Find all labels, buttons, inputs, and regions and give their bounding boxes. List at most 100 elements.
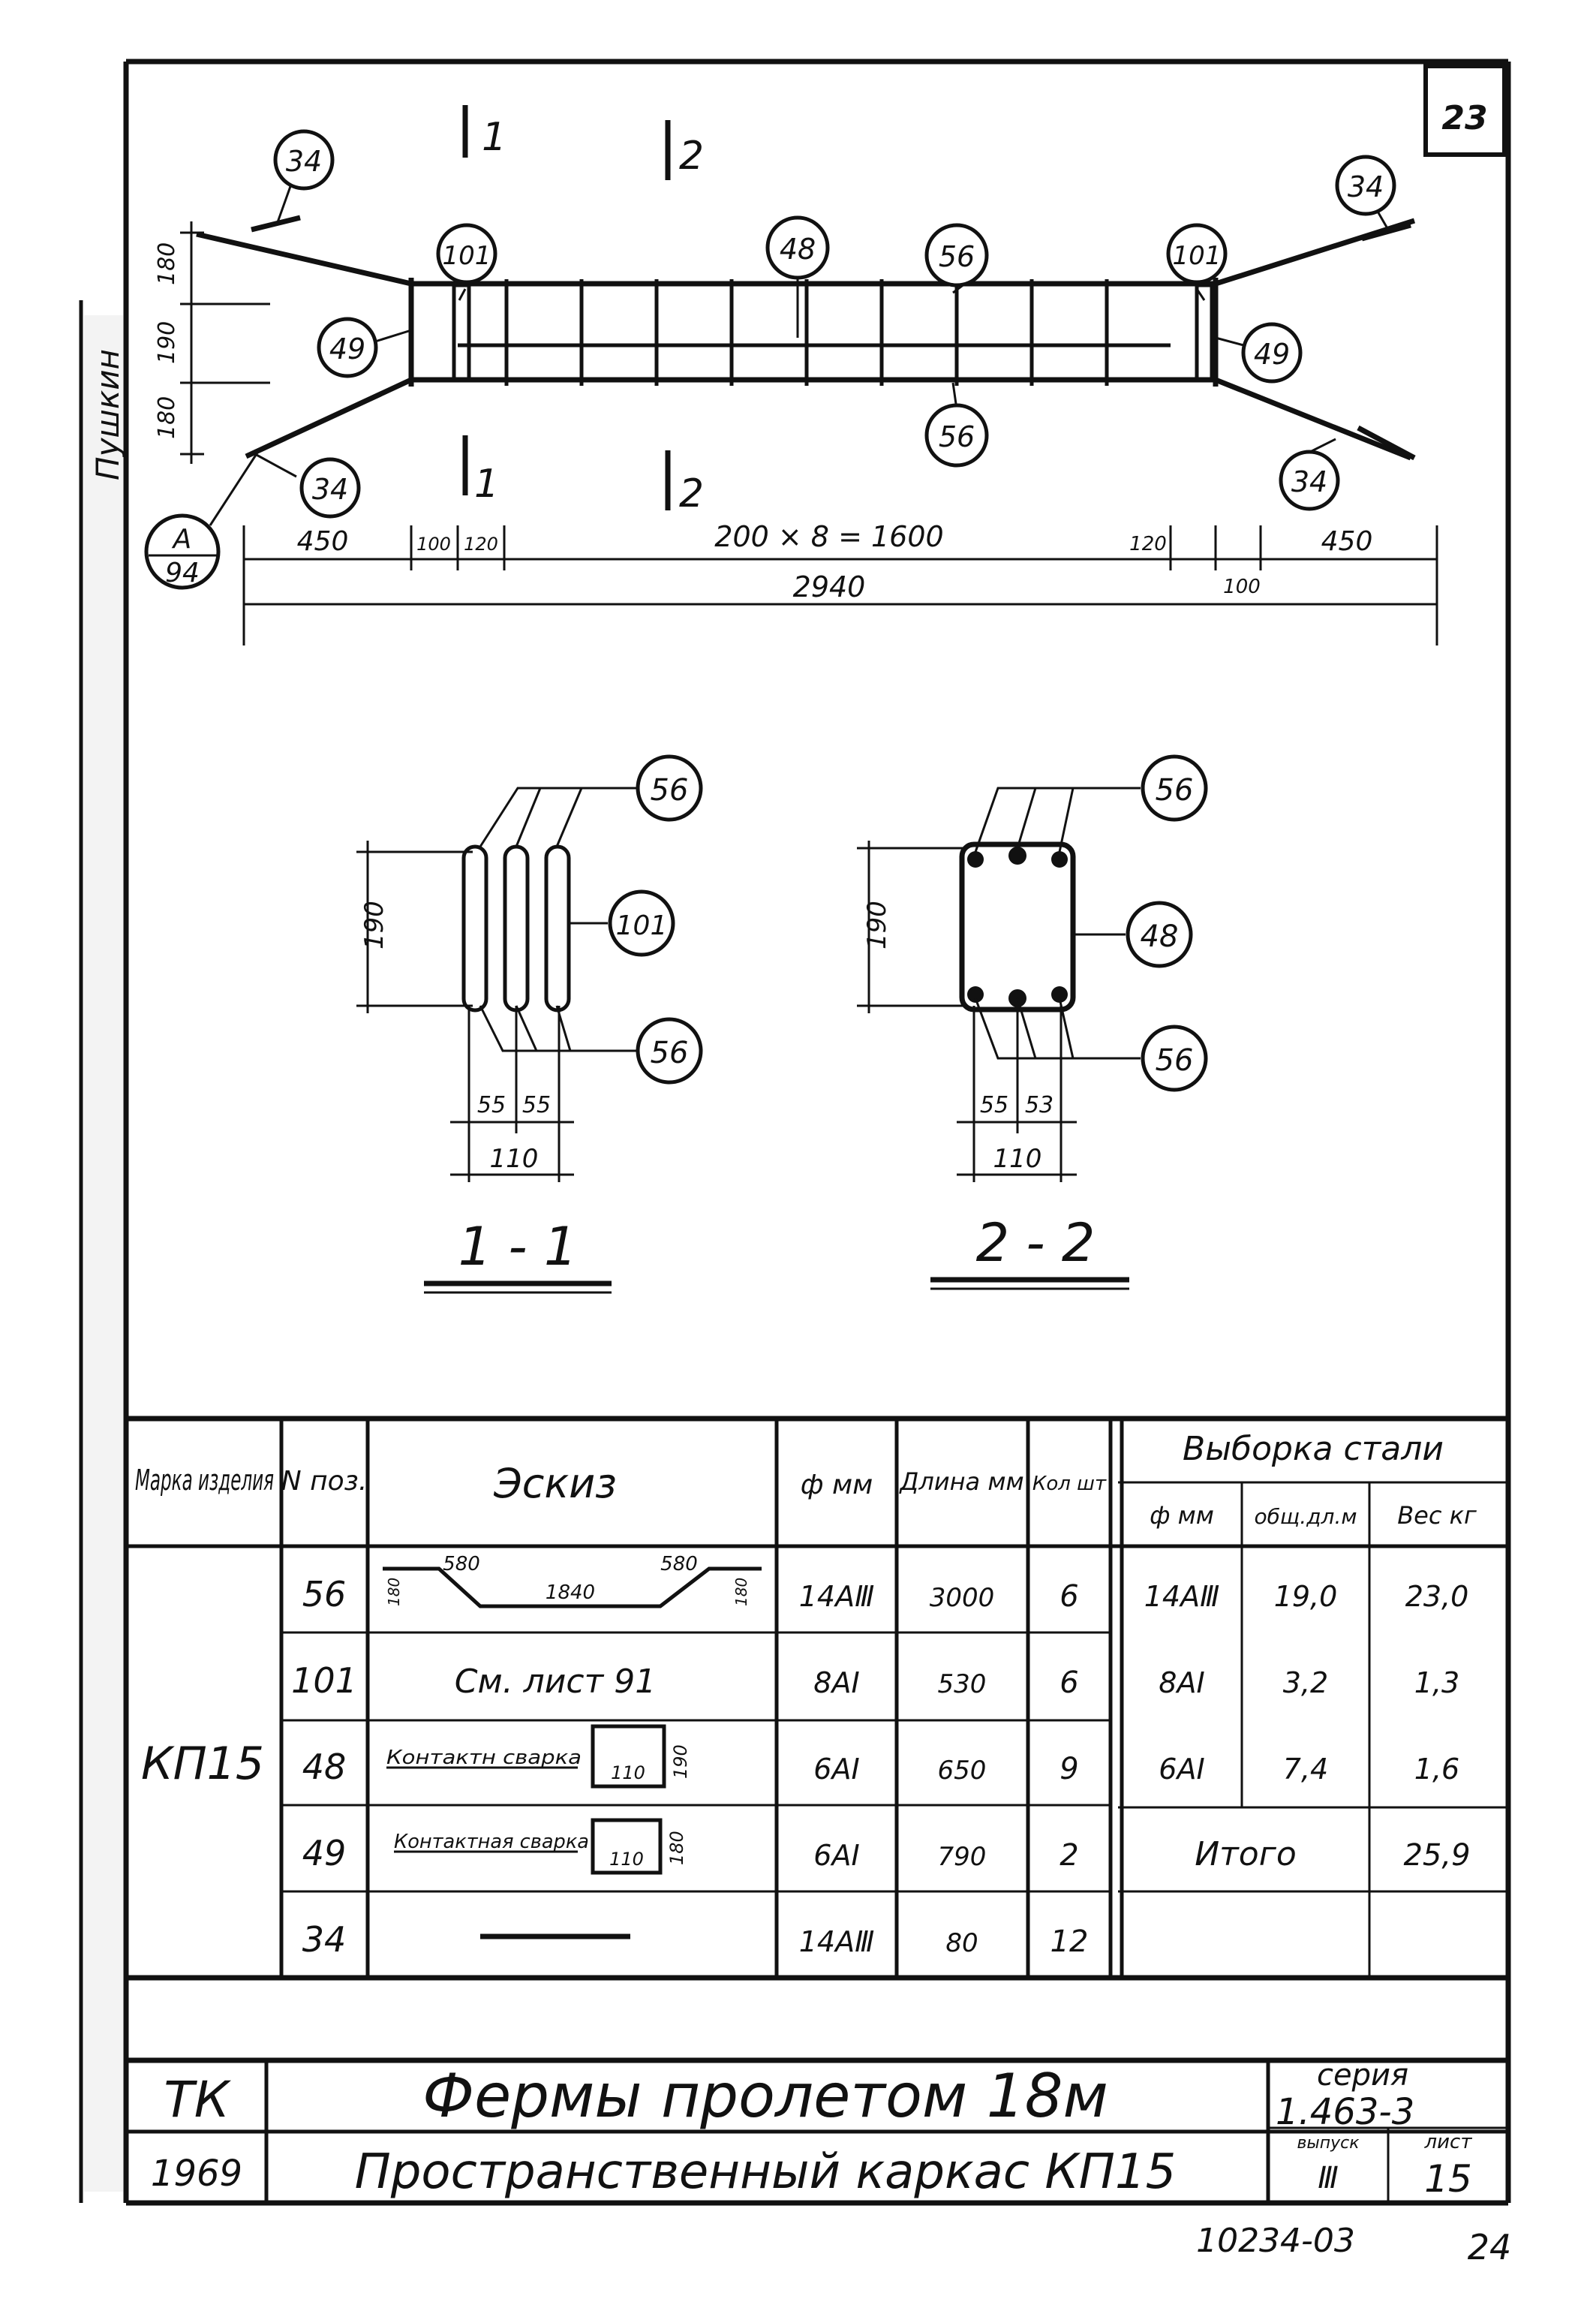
total-label: Итого xyxy=(1195,1835,1297,1873)
series-label: серия xyxy=(1317,2058,1408,2093)
sec1-callout-mid: 101 xyxy=(616,910,668,941)
row-length: 650 xyxy=(938,1756,987,1786)
hdr-mark: Марка изделия xyxy=(135,1464,274,1497)
side-stamp: Пушкин xyxy=(89,349,126,480)
sketch-dim-h1: 180 xyxy=(385,1578,403,1606)
spec-table: Марка изделия N поз. Эскиз ф мм Длина мм… xyxy=(126,1416,1508,2134)
row-qty: 6 xyxy=(1059,1579,1078,1614)
hdr-sel-len: общ.дл.м xyxy=(1255,1504,1357,1529)
sel-weight-2: 1,3 xyxy=(1414,1666,1459,1699)
hdr-sel-dia: ф мм xyxy=(1150,1501,1214,1530)
detail-letter: А xyxy=(172,524,192,555)
year: 1969 xyxy=(151,2153,242,2195)
sec1-w2: 55 xyxy=(522,1092,551,1118)
row-dia: 8АI xyxy=(813,1666,859,1699)
sketch-dim-c: 580 xyxy=(660,1553,698,1575)
issue-value: Ⅲ xyxy=(1318,2161,1339,2195)
section-2-title: 2 - 2 xyxy=(976,1212,1096,1274)
dim-100-left: 100 xyxy=(416,534,451,555)
row-length: 80 xyxy=(945,1928,978,1958)
row-pos: 34 xyxy=(302,1919,347,1960)
callout-48: 48 xyxy=(765,215,830,280)
sel-weight-1: 23,0 xyxy=(1405,1580,1469,1613)
sketch-h: 190 xyxy=(670,1744,691,1779)
sel-weight-3: 1,6 xyxy=(1414,1753,1459,1786)
callout-label: 56 xyxy=(939,420,975,453)
row-length: 530 xyxy=(938,1669,987,1699)
issue-label: выпуск xyxy=(1297,2134,1360,2153)
sel-len-2: 3,2 xyxy=(1283,1666,1328,1699)
sketch-w: 110 xyxy=(609,1849,644,1870)
callout-label: 48 xyxy=(780,233,816,266)
sketch-h: 180 xyxy=(666,1831,687,1865)
sel-len-3: 7,4 xyxy=(1283,1753,1328,1786)
spec-row-49: 49 Контактная сварка 110 180 6АI 790 2 xyxy=(302,1818,1079,1875)
dim-120-left: 120 xyxy=(464,534,498,555)
elevation-view: 1 2 1 2 xyxy=(144,105,1438,645)
callout-101-right: 101 xyxy=(1166,223,1228,284)
archive-code: 10234-03 xyxy=(1196,2222,1355,2260)
sketch-w: 110 xyxy=(611,1762,645,1783)
series-value: 1.463-3 xyxy=(1276,2091,1414,2133)
row-qty: 12 xyxy=(1050,1924,1089,1959)
detail-reference: А 94 xyxy=(144,450,260,590)
org-code: ТК xyxy=(164,2071,231,2129)
sec2-callout-mid: 48 xyxy=(1141,919,1179,954)
section-2-2: 190 55 53 110 56 48 56 2 - 2 xyxy=(857,754,1208,1290)
dim-middle: 200 × 8 = 1600 xyxy=(714,520,943,553)
hdr-pos: N поз. xyxy=(281,1466,368,1497)
steel-selection: 14АⅢ 19,0 23,0 8АI 3,2 1,3 6АI 7,4 1,6 И… xyxy=(1144,1580,1471,1873)
callout-49-right: 49 xyxy=(1241,322,1303,384)
sec1-callout-top: 56 xyxy=(651,773,689,808)
drawing-subtitle: Пространственный каркас КП15 xyxy=(355,2144,1177,2200)
callout-label: 101 xyxy=(443,241,491,271)
dim-total: 2940 xyxy=(793,570,866,603)
callout-label: 34 xyxy=(1348,170,1384,203)
dim-100-right: 100 xyxy=(1223,576,1261,598)
hdr-qty: Кол шт xyxy=(1032,1473,1107,1495)
corner-sheet-box: 23 xyxy=(1423,64,1507,157)
callout-label: 101 xyxy=(1173,241,1222,271)
sec2-width: 110 xyxy=(993,1144,1042,1174)
row-qty: 9 xyxy=(1059,1752,1078,1786)
callout-56-top: 56 xyxy=(924,223,989,287)
sec2-callout-bottom: 56 xyxy=(1156,1043,1194,1078)
sel-len-1: 19,0 xyxy=(1274,1580,1338,1613)
callout-34-top-right: 34 xyxy=(1335,155,1396,216)
spec-row-34: 34 14АⅢ 80 12 xyxy=(302,1919,1089,1960)
detail-sheet: 94 xyxy=(165,558,200,588)
title-block: ТК 1969 Фермы пролетом 18м Пространствен… xyxy=(151,2058,1508,2203)
dim-120-right: 120 xyxy=(1129,533,1167,555)
sec1-height: 190 xyxy=(359,901,389,949)
sel-dia-1: 14АⅢ xyxy=(1144,1580,1220,1613)
row-pos: 48 xyxy=(302,1747,347,1787)
hdr-sketch: Эскиз xyxy=(493,1460,617,1507)
vdim-top: 180 xyxy=(154,242,180,285)
row-pos: 101 xyxy=(291,1660,357,1701)
hdr-dia: ф мм xyxy=(801,1470,873,1500)
row-length: 790 xyxy=(938,1842,987,1872)
sec1-callout-bottom: 56 xyxy=(651,1036,689,1070)
row-dia: 14АⅢ xyxy=(799,1925,875,1958)
row-pos: 49 xyxy=(302,1833,347,1873)
sec2-callout-top: 56 xyxy=(1156,773,1194,808)
callout-label: 56 xyxy=(939,240,975,273)
sketch-dim-b: 1840 xyxy=(546,1581,595,1604)
sketch-dim-h2: 180 xyxy=(732,1578,750,1606)
section-1-title: 1 - 1 xyxy=(458,1216,578,1277)
row-pos: 56 xyxy=(302,1574,347,1614)
hdr-length: Длина мм xyxy=(898,1467,1023,1496)
sec2-height: 190 xyxy=(862,901,892,949)
callout-label: 34 xyxy=(312,473,348,506)
sel-dia-2: 8АI xyxy=(1159,1666,1204,1699)
row-qty: 6 xyxy=(1059,1666,1078,1700)
row-length: 3000 xyxy=(930,1583,995,1613)
section-mark-2-top: 2 xyxy=(679,134,704,179)
corner-sheet-number: 23 xyxy=(1441,99,1487,137)
sec2-w2: 53 xyxy=(1025,1092,1053,1118)
sec1-width: 110 xyxy=(490,1144,539,1174)
callout-label: 49 xyxy=(1254,338,1290,371)
dim-end-left: 450 xyxy=(297,526,349,557)
callout-49-left: 49 xyxy=(317,317,378,378)
vertical-dimensions: 180 190 180 xyxy=(154,221,270,464)
